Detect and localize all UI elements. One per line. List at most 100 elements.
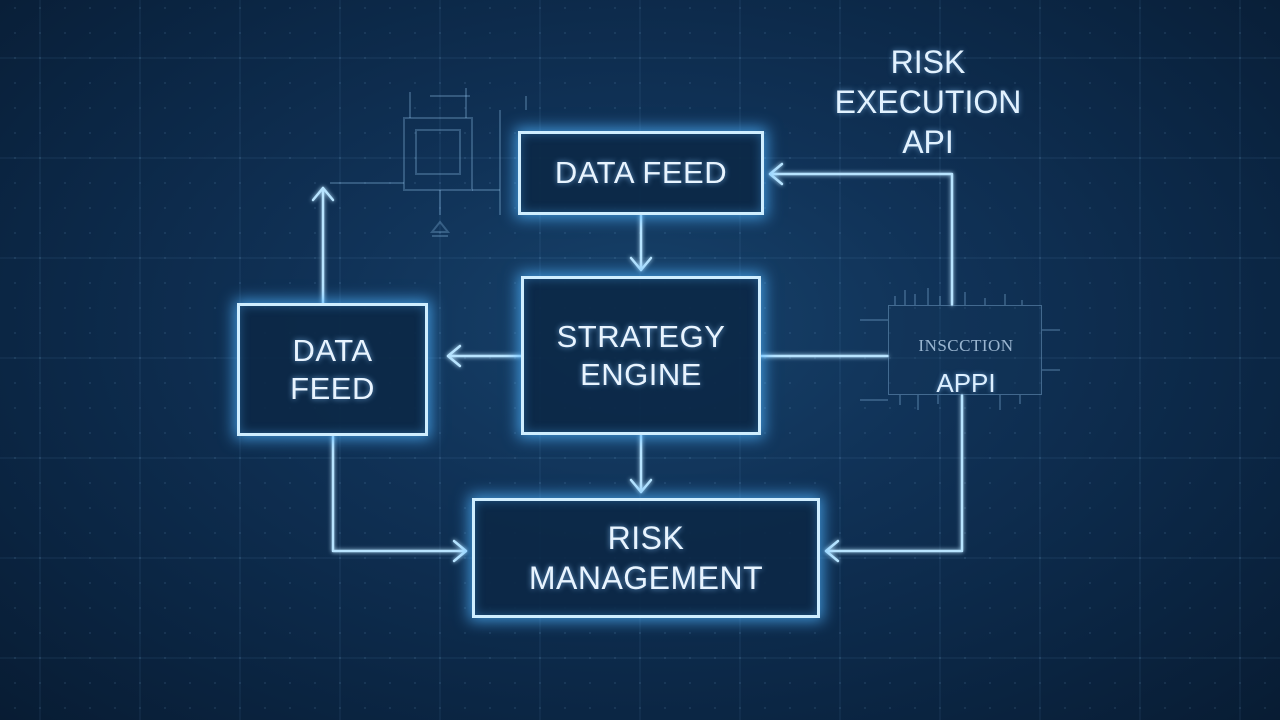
grid-dot bbox=[1014, 432, 1016, 434]
grid-dot bbox=[414, 607, 416, 609]
grid-dot bbox=[864, 182, 866, 184]
grid-dot bbox=[539, 482, 541, 484]
grid-dot bbox=[939, 157, 941, 159]
grid-dot bbox=[489, 182, 491, 184]
grid-dot bbox=[39, 32, 41, 34]
grid-dot bbox=[864, 57, 866, 59]
grid-dot bbox=[889, 507, 891, 509]
grid-dot bbox=[989, 282, 991, 284]
grid-dot bbox=[689, 482, 691, 484]
grid-dot bbox=[1239, 682, 1241, 684]
grid-dot bbox=[839, 682, 841, 684]
grid-dot bbox=[1114, 707, 1116, 709]
grid-dot bbox=[789, 32, 791, 34]
grid-dot bbox=[789, 682, 791, 684]
grid-dot bbox=[139, 357, 141, 359]
grid-dot bbox=[1064, 157, 1066, 159]
grid-dot bbox=[14, 357, 16, 359]
grid-dot bbox=[939, 182, 941, 184]
grid-dot bbox=[439, 82, 441, 84]
grid-dot bbox=[1114, 157, 1116, 159]
grid-dot bbox=[114, 657, 116, 659]
grid-dot bbox=[839, 657, 841, 659]
grid-dot bbox=[539, 57, 541, 59]
grid-dot bbox=[1064, 307, 1066, 309]
grid-dot bbox=[314, 57, 316, 59]
grid-dot bbox=[564, 107, 566, 109]
grid-dot bbox=[714, 107, 716, 109]
grid-dot bbox=[889, 682, 891, 684]
grid-dot bbox=[689, 632, 691, 634]
grid-dot bbox=[1189, 32, 1191, 34]
grid-dot bbox=[139, 82, 141, 84]
grid-dot bbox=[164, 707, 166, 709]
grid-dot bbox=[1189, 232, 1191, 234]
grid-dot bbox=[1264, 457, 1266, 459]
grid-dot bbox=[1264, 382, 1266, 384]
grid-dot bbox=[289, 582, 291, 584]
grid-dot bbox=[864, 582, 866, 584]
grid-dot bbox=[839, 407, 841, 409]
grid-dot bbox=[214, 82, 216, 84]
grid-dot bbox=[89, 257, 91, 259]
grid-dot bbox=[1089, 607, 1091, 609]
grid-dot bbox=[914, 557, 916, 559]
grid-dot bbox=[514, 407, 516, 409]
grid-dot bbox=[639, 632, 641, 634]
grid-dot bbox=[1039, 707, 1041, 709]
grid-dot bbox=[189, 332, 191, 334]
grid-dot bbox=[689, 107, 691, 109]
grid-dot bbox=[439, 157, 441, 159]
grid-dot bbox=[264, 132, 266, 134]
grid-dot bbox=[89, 657, 91, 659]
grid-dot bbox=[264, 282, 266, 284]
grid-dot bbox=[1064, 432, 1066, 434]
strategy-engine-label: STRATEGY ENGINE bbox=[556, 318, 726, 392]
grid-dot bbox=[189, 507, 191, 509]
grid-dot bbox=[864, 307, 866, 309]
grid-dot bbox=[189, 232, 191, 234]
grid-dot bbox=[1164, 407, 1166, 409]
grid-dot bbox=[1089, 207, 1091, 209]
grid-dot bbox=[289, 457, 291, 459]
grid-dot bbox=[214, 182, 216, 184]
grid-dot bbox=[914, 632, 916, 634]
grid-dot bbox=[1214, 82, 1216, 84]
grid-dot bbox=[914, 682, 916, 684]
grid-dot bbox=[1014, 382, 1016, 384]
grid-dot bbox=[164, 332, 166, 334]
grid-dot bbox=[839, 357, 841, 359]
grid-dot bbox=[839, 432, 841, 434]
grid-dot bbox=[164, 232, 166, 234]
grid-dot bbox=[264, 682, 266, 684]
grid-dot bbox=[64, 207, 66, 209]
grid-dot bbox=[14, 582, 16, 584]
grid-dot bbox=[1239, 82, 1241, 84]
grid-dot bbox=[64, 457, 66, 459]
grid-dot bbox=[764, 332, 766, 334]
grid-dot bbox=[39, 332, 41, 334]
grid-dot bbox=[1139, 357, 1141, 359]
grid-dot bbox=[389, 557, 391, 559]
grid-dot bbox=[214, 257, 216, 259]
grid-dot bbox=[989, 107, 991, 109]
grid-dot bbox=[39, 382, 41, 384]
grid-dot bbox=[314, 482, 316, 484]
grid-dot bbox=[1164, 157, 1166, 159]
grid-dot bbox=[964, 357, 966, 359]
grid-dot bbox=[264, 182, 266, 184]
grid-dot bbox=[364, 7, 366, 9]
grid-dot bbox=[314, 282, 316, 284]
grid-dot bbox=[489, 207, 491, 209]
grid-dot bbox=[1064, 382, 1066, 384]
grid-dot bbox=[214, 557, 216, 559]
grid-dot bbox=[864, 332, 866, 334]
grid-dot bbox=[939, 57, 941, 59]
grid-dot bbox=[489, 407, 491, 409]
grid-dot bbox=[864, 607, 866, 609]
grid-dot bbox=[364, 207, 366, 209]
grid-dot bbox=[1189, 407, 1191, 409]
grid-dot bbox=[1139, 407, 1141, 409]
grid-dot bbox=[989, 482, 991, 484]
grid-dot bbox=[464, 557, 466, 559]
